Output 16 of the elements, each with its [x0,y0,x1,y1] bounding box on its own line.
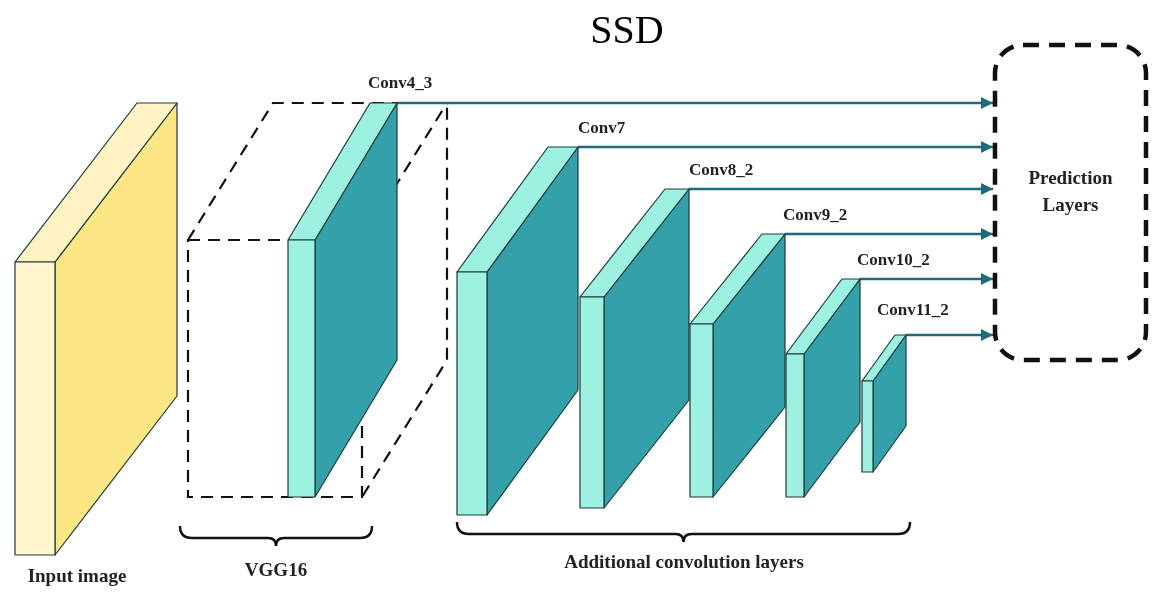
layer-label: Conv8_2 [689,161,754,180]
layer-label: Conv10_2 [857,251,930,270]
layer-label: Conv4_3 [368,74,433,93]
bracket-label: Additional convolution layers [563,552,805,573]
arrow [689,182,993,196]
arrow [860,272,993,286]
arrow [906,328,993,342]
layer-label: Conv9_2 [783,206,848,225]
input-label: Input image [27,564,127,588]
box-label: Prediction Layers [1027,166,1114,217]
title: SSD [589,8,665,52]
arrow [785,227,993,241]
arrow [397,96,993,110]
layer-label: Conv11_2 [877,301,949,320]
arrow [578,140,993,154]
layer-label: Conv7 [578,119,626,138]
